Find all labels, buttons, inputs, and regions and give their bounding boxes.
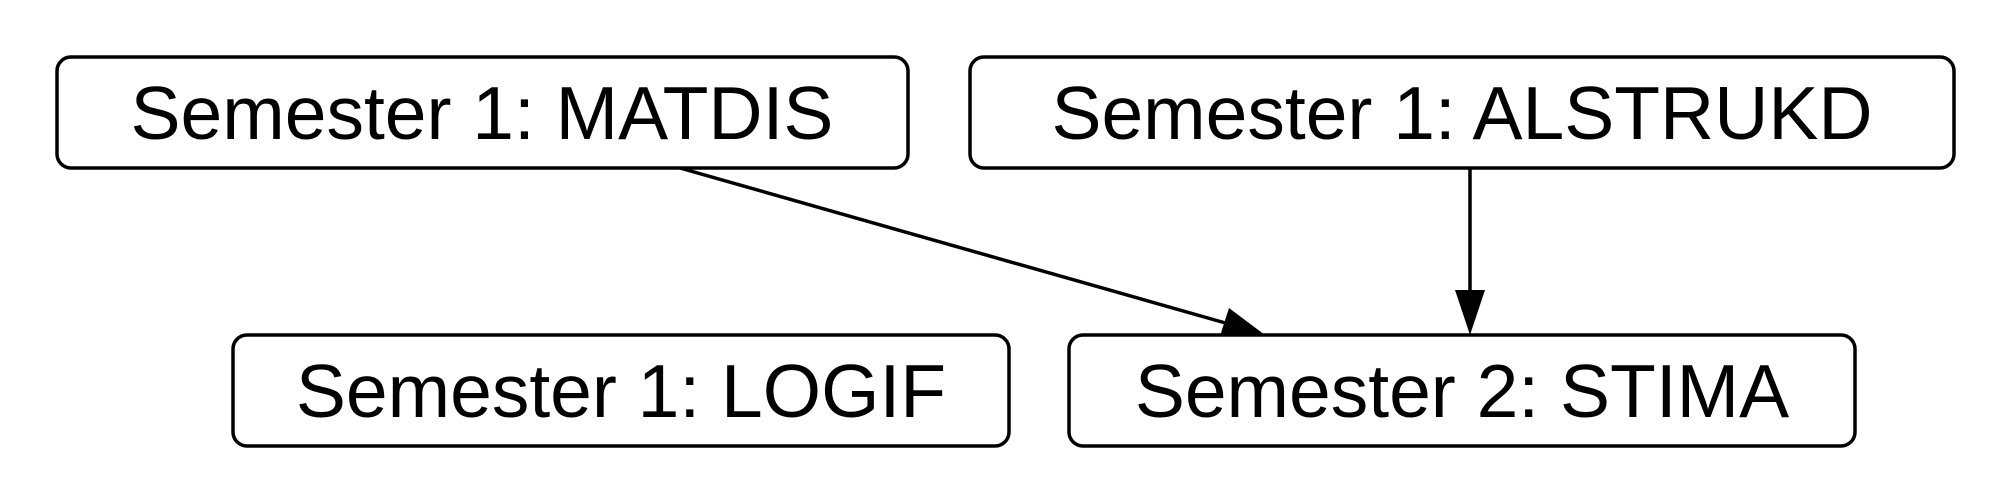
node-stima[interactable]: Semester 2: STIMA: [1067, 333, 1857, 448]
edge-line: [679, 166, 1237, 328]
node-box: [1067, 333, 1857, 448]
node-logif[interactable]: Semester 1: LOGIF: [231, 333, 1011, 448]
node-alstrukd[interactable]: Semester 1: ALSTRUKD: [968, 55, 1956, 170]
node-label: Semester 2: STIMA: [1135, 349, 1789, 433]
edge-alstrukd-to-stima: [1455, 168, 1485, 335]
node-matdis[interactable]: Semester 1: MATDIS: [55, 55, 910, 170]
node-label: Semester 1: LOGIF: [296, 349, 946, 433]
node-box: [231, 333, 1011, 448]
arrowhead-icon: [1220, 308, 1265, 336]
node-label: Semester 1: ALSTRUKD: [1051, 71, 1872, 155]
node-box: [968, 55, 1956, 170]
arrowhead-icon: [1455, 290, 1485, 335]
edge-matdis-to-stima: [679, 166, 1265, 336]
node-box: [55, 55, 910, 170]
node-label: Semester 1: MATDIS: [131, 71, 834, 155]
